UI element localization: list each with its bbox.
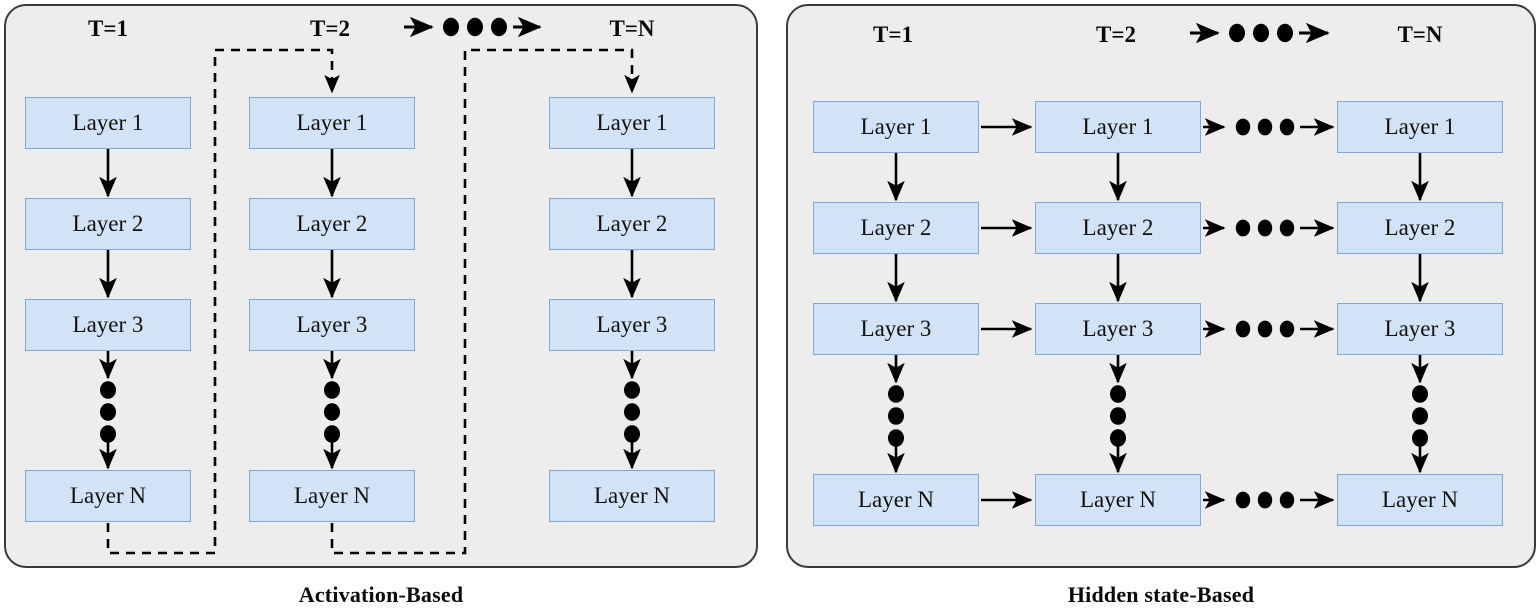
caption-activation-based: Activation-Based	[298, 582, 464, 607]
time-label-t1-left: T=1	[88, 16, 128, 41]
layer-box-t1-layer2-left: Layer 2	[25, 198, 191, 250]
time-label-tn-left: T=N	[609, 16, 655, 41]
layer-box-t2-layern-right: Layer N	[1035, 474, 1201, 526]
layer-box-t2-layer3-left: Layer 3	[249, 299, 415, 351]
layer-box-t1-layern-left: Layer N	[25, 470, 191, 522]
layer-box-t1-layer2-right: Layer 2	[813, 202, 979, 254]
layer-box-t1-layern-right: Layer N	[813, 474, 979, 526]
layer-box-tn-layern-right: Layer N	[1337, 474, 1503, 526]
layer-box-t2-layer3-right: Layer 3	[1035, 303, 1201, 355]
time-label-tn-right: T=N	[1397, 22, 1443, 47]
time-label-t1-right: T=1	[873, 22, 913, 47]
layer-box-t1-layer1-left: Layer 1	[25, 97, 191, 149]
layer-box-tn-layer3-right: Layer 3	[1337, 303, 1503, 355]
layer-box-t2-layern-left: Layer N	[249, 470, 415, 522]
layer-box-t2-layer2-right: Layer 2	[1035, 202, 1201, 254]
layer-box-tn-layer2-left: Layer 2	[549, 198, 715, 250]
layer-box-t1-layer1-right: Layer 1	[813, 101, 979, 153]
layer-box-tn-layer1-right: Layer 1	[1337, 101, 1503, 153]
layer-box-t2-layer2-left: Layer 2	[249, 198, 415, 250]
time-label-t2-left: T=2	[310, 16, 350, 41]
layer-box-t1-layer3-left: Layer 3	[25, 299, 191, 351]
caption-hidden-state-based: Hidden state-Based	[1067, 582, 1255, 607]
time-label-t2-right: T=2	[1096, 22, 1136, 47]
layer-box-t2-layer1-left: Layer 1	[249, 97, 415, 149]
layer-box-tn-layer3-left: Layer 3	[549, 299, 715, 351]
layer-box-t2-layer1-right: Layer 1	[1035, 101, 1201, 153]
layer-box-tn-layer2-right: Layer 2	[1337, 202, 1503, 254]
layer-box-tn-layer1-left: Layer 1	[549, 97, 715, 149]
layer-box-tn-layern-left: Layer N	[549, 470, 715, 522]
layer-box-t1-layer3-right: Layer 3	[813, 303, 979, 355]
